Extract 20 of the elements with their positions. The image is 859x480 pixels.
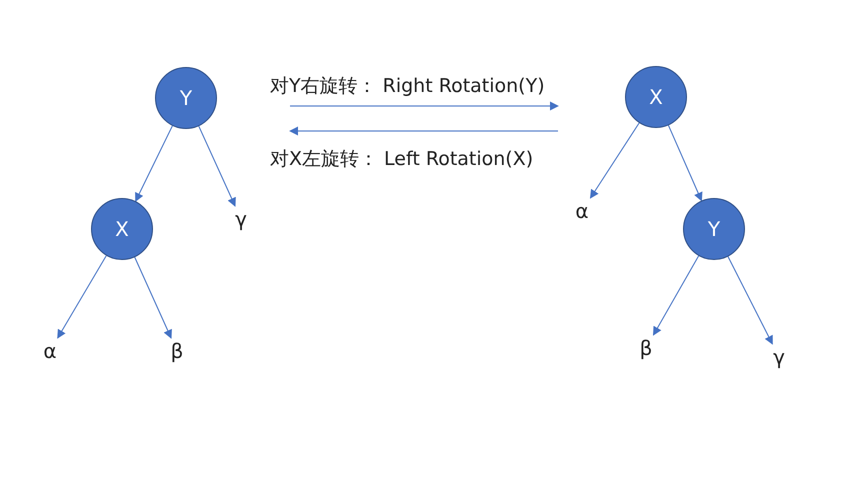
- arrow: [198, 126, 236, 207]
- subtree-label: α: [39, 338, 61, 364]
- arrow: [135, 125, 173, 202]
- tree-node-circle: X: [91, 198, 153, 260]
- arrow: [652, 255, 700, 336]
- tree-node-circle: Y: [155, 67, 217, 129]
- subtree-label: γ: [230, 206, 252, 232]
- subtree-label: β: [635, 335, 657, 361]
- subtree-label: α: [571, 198, 593, 224]
- subtree-label: γ: [768, 344, 790, 370]
- rotation-label: 对Y右旋转： Right Rotation(Y): [270, 74, 545, 99]
- tree-node-circle: X: [625, 66, 687, 128]
- arrow: [134, 256, 172, 339]
- arrow: [668, 124, 702, 202]
- tree-node-circle: Y: [683, 198, 745, 260]
- rotation-label: 对X左旋转： Left Rotation(X): [270, 147, 534, 172]
- arrow: [590, 122, 640, 199]
- arrow: [728, 256, 773, 345]
- arrow: [57, 255, 107, 339]
- subtree-label: β: [166, 338, 188, 364]
